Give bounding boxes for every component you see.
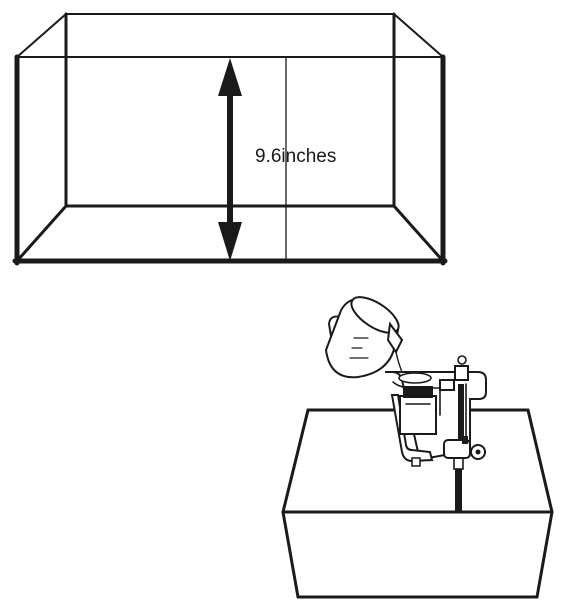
pitcher-icon: [324, 296, 404, 379]
height-arrow-icon: [218, 58, 242, 261]
tank-height-label: 9.6inches: [255, 146, 336, 167]
arrow-head-top-icon: [218, 58, 242, 96]
aquarium-tank-diagram: 9.6inches: [12, 12, 448, 266]
arrow-head-bottom-icon: [218, 222, 242, 261]
hang-on-filter-icon: [385, 355, 487, 467]
filter-setup-diagram: [281, 296, 554, 599]
tank-side-edges: [15, 13, 445, 263]
